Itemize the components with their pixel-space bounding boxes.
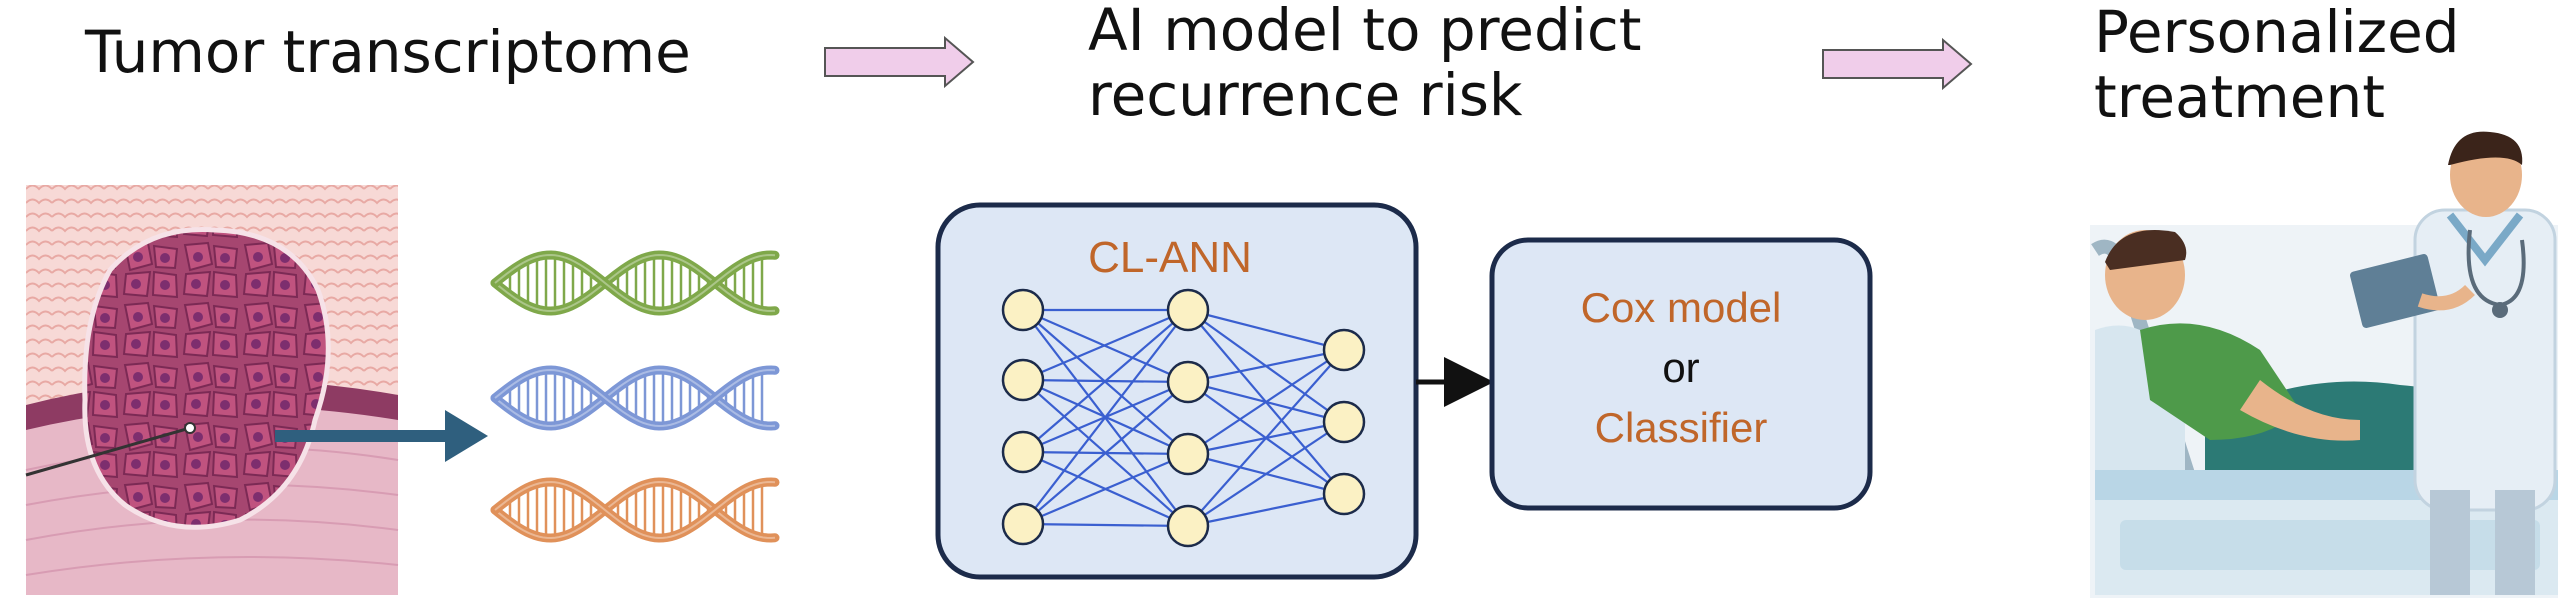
network-node [1166, 504, 1210, 548]
network-edge [1187, 492, 1345, 528]
patient-doctor-illustration [2090, 131, 2558, 598]
network-node [1001, 430, 1045, 474]
tumor-tissue-illustration [25, 185, 399, 595]
network-node [1322, 400, 1366, 444]
step3-title: Personalized treatment [2094, 0, 2460, 130]
network-node [1001, 502, 1045, 546]
network-node [1166, 432, 1210, 476]
model-label-cox: Cox model [1581, 284, 1782, 331]
network-edge [1022, 309, 1189, 453]
dna-helix-2 [490, 365, 780, 431]
network-edge [1187, 349, 1345, 455]
dna-helix-3 [490, 477, 780, 543]
step2-title: AI model to predict recurrence risk [1088, 0, 1642, 128]
model-box [1489, 237, 1873, 511]
step2-title-line2: recurrence risk [1088, 60, 1523, 129]
network-edge [1187, 349, 1345, 527]
step3-title-line2: treatment [2094, 62, 2385, 131]
network-edges [1022, 308, 1345, 528]
tissue-to-dna-arrow [275, 410, 488, 462]
network-nodes [1001, 288, 1366, 548]
model-label-or: or [1662, 344, 1699, 391]
network-edge [1022, 452, 1189, 526]
network-edge [1022, 381, 1189, 525]
network-edge [1022, 309, 1189, 525]
network-node [1166, 360, 1210, 404]
dna-strands [490, 250, 780, 543]
step3-title-line1: Personalized [2094, 0, 2460, 66]
clipboard-icon [2350, 254, 2440, 328]
step1-title: Tumor transcriptome [85, 18, 691, 86]
network-edge [1187, 348, 1345, 384]
network-node [1322, 328, 1366, 372]
cl-ann-label: CL-ANN [1088, 233, 1252, 282]
network-node [1001, 358, 1045, 402]
network-edge [1022, 308, 1189, 382]
network-edge [1022, 522, 1189, 528]
network-node [1166, 288, 1210, 332]
tumor-mass [82, 227, 331, 530]
step2-title-line1: AI model to predict [1088, 0, 1642, 64]
network-node [1001, 288, 1045, 332]
network-edge [1187, 421, 1345, 527]
network-edge [1187, 308, 1345, 352]
pink-arrow-1 [824, 35, 975, 89]
pink-arrow-2 [1822, 37, 1973, 91]
dna-helix-1 [490, 250, 780, 316]
network-node [1322, 472, 1366, 516]
model-label-classifier: Classifier [1595, 404, 1768, 451]
biopsy-needle [25, 426, 191, 477]
